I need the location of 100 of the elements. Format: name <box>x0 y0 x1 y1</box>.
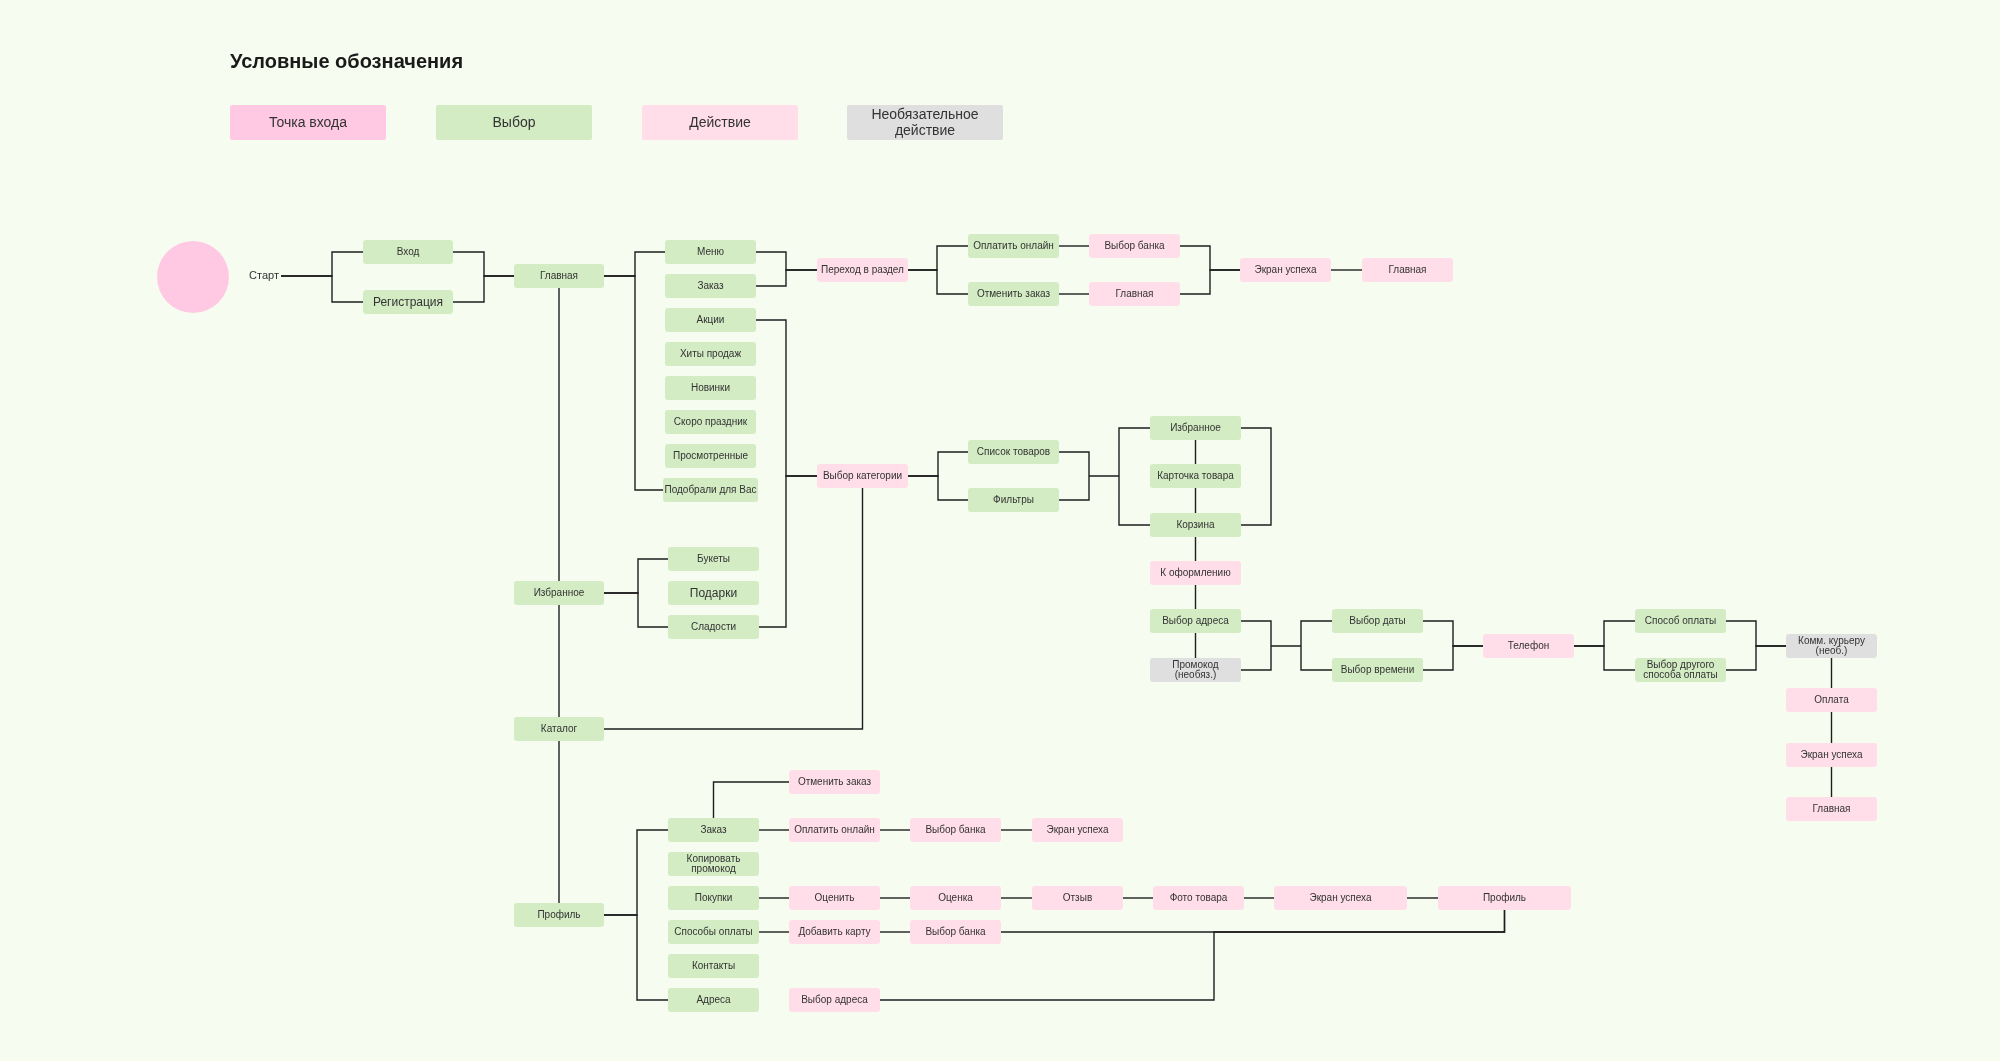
connector-line <box>1573 645 1636 671</box>
optional-action-box: Промокод (необяз.) <box>1150 658 1241 682</box>
connector-line <box>907 269 969 295</box>
connector-line <box>1194 584 1197 610</box>
connector-line <box>1194 487 1197 514</box>
action-box: Экран успеха <box>1786 743 1877 767</box>
action-box: Оценить <box>789 886 880 910</box>
action-box: Экран успеха <box>1240 258 1331 282</box>
choice-box: Способ оплаты <box>1635 609 1726 633</box>
choice-box: Список товаров <box>968 440 1059 464</box>
choice-box: Регистрация <box>363 290 453 314</box>
choice-box: Выбор даты <box>1332 609 1423 633</box>
connector-line <box>1830 657 1833 689</box>
action-box: Выбор банка <box>910 920 1001 944</box>
connector-line <box>1058 427 1151 526</box>
action-box: Экран успеха <box>1274 886 1407 910</box>
choice-box: Заказ <box>665 274 756 298</box>
choice-box: Фильтры <box>968 488 1059 512</box>
choice-box: Подарки <box>668 581 759 605</box>
connector-line <box>879 829 911 831</box>
choice-box: Главная <box>514 264 604 288</box>
connector-line <box>1179 269 1241 295</box>
connector-line <box>907 475 969 501</box>
choice-box: Способы оплаты <box>668 920 759 944</box>
action-box: Экран успеха <box>1032 818 1123 842</box>
connector-line <box>1194 536 1197 562</box>
connector-line <box>755 269 818 287</box>
choice-box: Оплатить онлайн <box>968 234 1059 258</box>
connector-line <box>1240 620 1333 671</box>
action-box: Выбор банка <box>1089 234 1180 258</box>
choice-box: Хиты продаж <box>665 342 756 366</box>
choice-box: Просмотренные <box>665 444 756 468</box>
optional-action-box: Комм. курьеру (необ.) <box>1786 634 1877 658</box>
choice-box: Отменить заказ <box>968 282 1059 306</box>
connector-line <box>1058 245 1090 247</box>
connector-line <box>879 897 911 899</box>
connector-line <box>758 829 790 831</box>
choice-box: Профиль <box>514 903 604 927</box>
connector-line <box>1194 632 1197 659</box>
connector-line <box>603 275 664 491</box>
connector-line <box>1406 897 1439 899</box>
action-box: Переход в раздел <box>817 258 908 282</box>
choice-box: Выбор адреса <box>1150 609 1241 633</box>
legend-label: Действие <box>689 114 751 131</box>
connector-line <box>603 487 864 730</box>
connector-line <box>758 897 790 899</box>
action-box: Главная <box>1362 258 1453 282</box>
choice-box: Подобрали для Вас <box>663 478 758 502</box>
connector-line <box>1194 439 1197 465</box>
connector-line <box>1058 293 1090 295</box>
connector-line <box>558 287 560 582</box>
action-box: Главная <box>1786 797 1877 821</box>
connector-line <box>712 781 790 819</box>
choice-box: Новинки <box>665 376 756 400</box>
action-box: Фото товара <box>1153 886 1244 910</box>
choice-box: Покупки <box>668 886 759 910</box>
action-box: Оценка <box>910 886 1001 910</box>
connector-line <box>1243 897 1275 899</box>
action-box: Профиль <box>1438 886 1571 910</box>
connector-line <box>1422 645 1484 671</box>
connector-line <box>758 475 818 628</box>
choice-box: Сладости <box>668 615 759 639</box>
connector-line <box>452 275 515 303</box>
action-box: Выбор банка <box>910 818 1001 842</box>
legend-label: Необязательное действие <box>870 107 980 138</box>
connector-line <box>879 931 911 933</box>
connector-line <box>1000 897 1033 899</box>
connector-line <box>558 604 560 718</box>
connector-line <box>1122 897 1154 899</box>
legend-heading: Условные обозначения <box>230 50 464 73</box>
connector-line <box>1000 829 1033 831</box>
connector-line <box>1240 427 1272 526</box>
choice-box: Контакты <box>668 954 759 978</box>
choice-box: Корзина <box>1150 513 1241 537</box>
connector-line <box>879 909 1506 1001</box>
choice-box: Акции <box>665 308 756 332</box>
connector-line <box>280 275 364 303</box>
action-box: Оплата <box>1786 688 1877 712</box>
legend-label: Точка входа <box>268 114 348 131</box>
action-box: Выбор категории <box>817 464 908 488</box>
connector-line <box>558 740 560 904</box>
connector-line <box>1830 711 1833 744</box>
legend-label: Выбор <box>492 114 536 131</box>
action-box: Оплатить онлайн <box>789 818 880 842</box>
action-box: Телефон <box>1483 634 1574 658</box>
connector-line <box>603 592 669 628</box>
choice-box: Вход <box>363 240 453 264</box>
action-box: Добавить карту <box>789 920 880 944</box>
choice-box: Меню <box>665 240 756 264</box>
action-box: Отзыв <box>1032 886 1123 910</box>
action-box: Отменить заказ <box>789 770 880 794</box>
action-box: Главная <box>1089 282 1180 306</box>
connector-line <box>1330 269 1363 271</box>
action-box: К оформлению <box>1150 561 1241 585</box>
connector-line <box>603 914 669 1001</box>
choice-box: Выбор времени <box>1332 658 1423 682</box>
choice-box: Карточка товара <box>1150 464 1241 488</box>
choice-box: Букеты <box>668 547 759 571</box>
choice-box: Избранное <box>514 581 604 605</box>
choice-box: Заказ <box>668 818 759 842</box>
